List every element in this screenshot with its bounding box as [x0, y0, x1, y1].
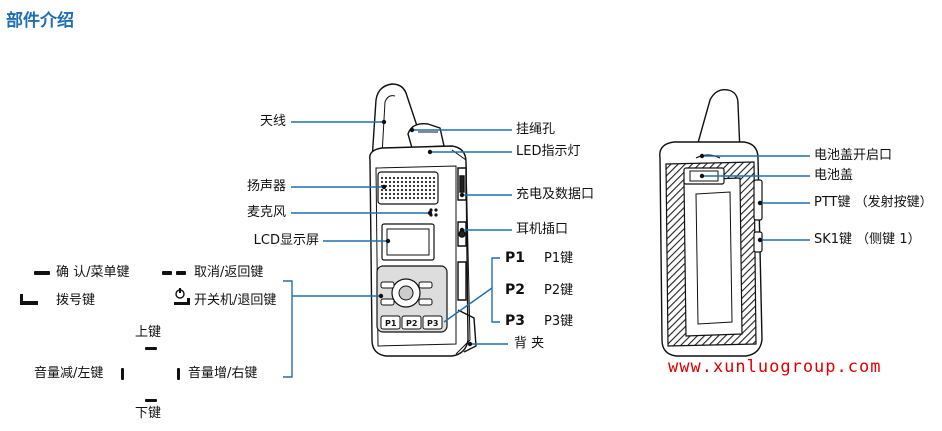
right-key-icon	[177, 368, 180, 380]
svg-text:P1: P1	[385, 319, 397, 328]
label-p2: P2键	[544, 283, 574, 298]
front-leaders	[283, 119, 512, 378]
label-sk1: SK1键 （侧键 1）	[814, 232, 921, 247]
label-power-back: 开关机/退回键	[194, 293, 277, 308]
label-charging-port: 充电及数据口	[516, 187, 595, 202]
down-key-icon	[145, 399, 157, 402]
label-speaker: 扬声器	[246, 179, 286, 194]
label-p3: P3键	[544, 314, 574, 329]
back-key-icon-a	[162, 271, 172, 275]
svg-text:P2: P2	[406, 319, 417, 328]
back-antenna	[695, 89, 741, 153]
p2-key-symbol: P2	[505, 282, 526, 298]
left-key-icon	[121, 368, 124, 380]
label-back-clip: 背 夹	[514, 336, 545, 351]
label-lanyard-hole: 挂绳孔	[516, 122, 556, 137]
back-leaders	[699, 153, 810, 243]
key-symbols	[20, 271, 190, 402]
lanyard-bump	[407, 123, 445, 149]
label-vol-down-left: 音量减/左键	[34, 366, 104, 381]
label-confirm-menu: 确 认/菜单键	[56, 265, 130, 280]
p3-key-symbol: P3	[505, 313, 526, 329]
front-radio: P1 P2 P3	[369, 83, 477, 357]
label-down: 下键	[135, 406, 162, 421]
back-key-icon-b	[176, 271, 186, 275]
label-vol-up-right: 音量增/右键	[188, 366, 258, 381]
label-antenna: 天线	[259, 114, 286, 129]
label-up: 上键	[135, 325, 162, 340]
label-mic: 麦克风	[246, 205, 286, 220]
up-key-icon	[145, 347, 157, 350]
back-radio	[659, 89, 763, 357]
label-lcd: LCD显示屏	[253, 233, 319, 248]
label-battery-cover: 电池盖	[814, 168, 854, 183]
website-url: www.xunluogroup.com	[668, 357, 882, 377]
back-clip	[457, 309, 477, 353]
label-cancel-back: 取消/返回键	[194, 265, 264, 280]
menu-key-icon	[34, 271, 50, 275]
power-key-icon	[174, 298, 190, 305]
label-ptt: PTT键 （发射按键）	[814, 195, 933, 210]
label-earphone-jack: 耳机插口	[516, 222, 569, 237]
label-battery-cover-release: 电池盖开启口	[814, 148, 893, 163]
label-dial: 拨号键	[56, 293, 96, 308]
p1-key-symbol: P1	[505, 250, 526, 266]
label-p1: P1键	[544, 251, 574, 266]
page-title: 部件介绍	[6, 11, 74, 31]
svg-text:P3: P3	[427, 319, 438, 328]
dial-key-icon	[20, 294, 38, 305]
label-led: LED指示灯	[516, 144, 581, 159]
